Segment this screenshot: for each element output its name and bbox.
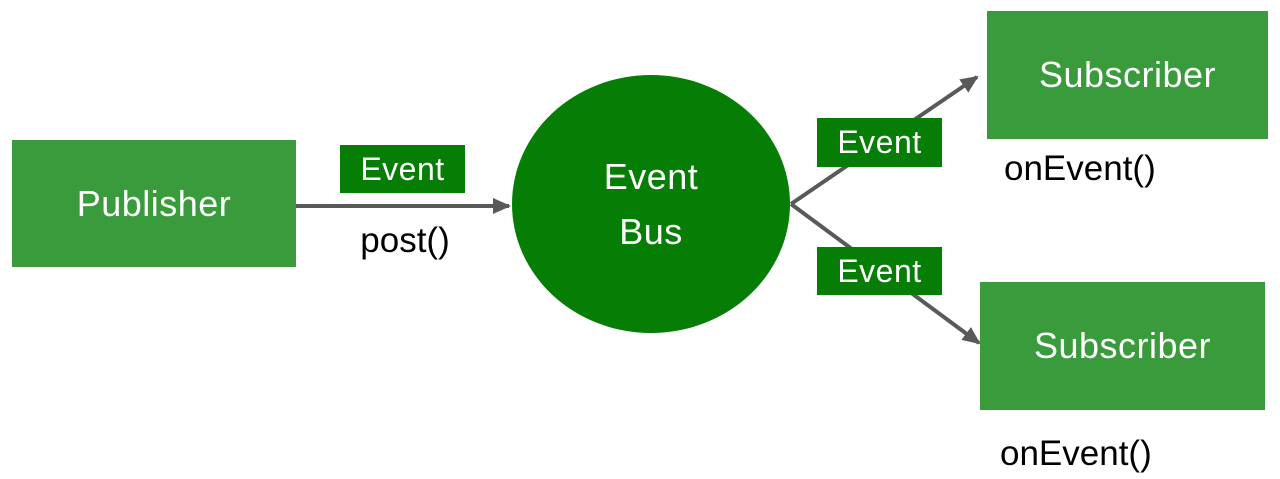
publisher-node: Publisher [12, 140, 296, 267]
event-bus-label-line1: Event [603, 156, 699, 197]
subscriber-top-label: Subscriber [1038, 54, 1217, 95]
subscriber-top-node: Subscriber [987, 11, 1268, 139]
subscriber-top-handler-label: onEvent() [1004, 149, 1156, 188]
publisher-label: Publisher [76, 182, 232, 224]
post-event-badge-label: Event [360, 150, 445, 187]
event-bus-node: Event Bus [512, 75, 790, 333]
bottom-event-badge-label: Event [837, 252, 922, 289]
subscriber-bottom-label: Subscriber [1033, 325, 1212, 366]
subscriber-bottom-handler-label: onEvent() [1000, 434, 1152, 473]
post-event-badge: Event [340, 145, 465, 193]
top-event-badge: Event [817, 118, 942, 167]
top-event-badge-label: Event [837, 124, 922, 160]
bottom-event-badge: Event [817, 247, 942, 295]
subscriber-bottom-node: Subscriber [980, 282, 1265, 410]
event-bus-label-line2: Bus [619, 211, 683, 252]
post-method-label: post() [360, 221, 450, 260]
